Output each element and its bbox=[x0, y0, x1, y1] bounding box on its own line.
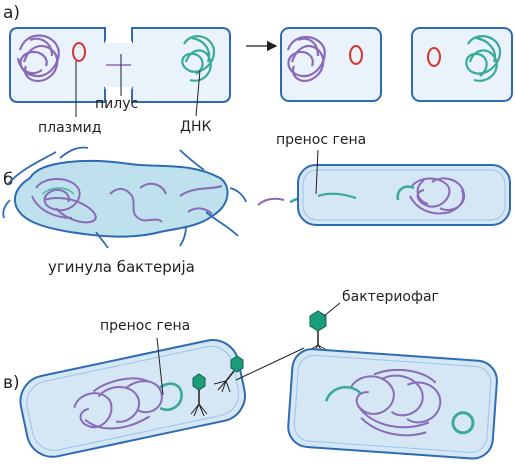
infected-bacterium bbox=[19, 339, 246, 458]
conjugation-pair bbox=[9, 27, 231, 103]
donor-chromosome bbox=[16, 34, 60, 82]
recipient-bacterium-c bbox=[287, 348, 498, 460]
dna-label: ДНК bbox=[180, 119, 211, 135]
panel-b: б bbox=[2, 132, 511, 276]
panel-a: а) bbox=[3, 3, 513, 136]
panel-c: в) bbox=[3, 289, 498, 460]
free-dna-strand bbox=[257, 197, 285, 206]
gene-transfer-label-b: пренос гена bbox=[276, 132, 366, 148]
recipient-chromosome bbox=[181, 35, 216, 82]
bacteriophage-icon bbox=[305, 310, 331, 355]
panel-c-letter: в) bbox=[3, 373, 20, 393]
result-cell-donor bbox=[280, 27, 382, 102]
dead-bacterium bbox=[2, 146, 247, 249]
gene-transfer-label-c: пренос гена bbox=[100, 318, 190, 334]
panel-a-letter: а) bbox=[3, 3, 20, 23]
plasmid-label: плазмид bbox=[38, 120, 101, 136]
panel-b-letter: б bbox=[3, 170, 13, 190]
recipient-bacterium-b bbox=[297, 164, 511, 226]
bacteriophage-label: бактериофаг bbox=[342, 289, 439, 305]
pilus-label: пилус bbox=[95, 96, 138, 112]
donor-plasmid bbox=[72, 42, 86, 62]
dead-bacterium-label: угинула бактерија bbox=[48, 258, 195, 276]
bacteriophage-icon bbox=[213, 355, 244, 393]
bacteriophage-icon bbox=[190, 373, 208, 417]
result-cell-recipient bbox=[411, 27, 513, 102]
